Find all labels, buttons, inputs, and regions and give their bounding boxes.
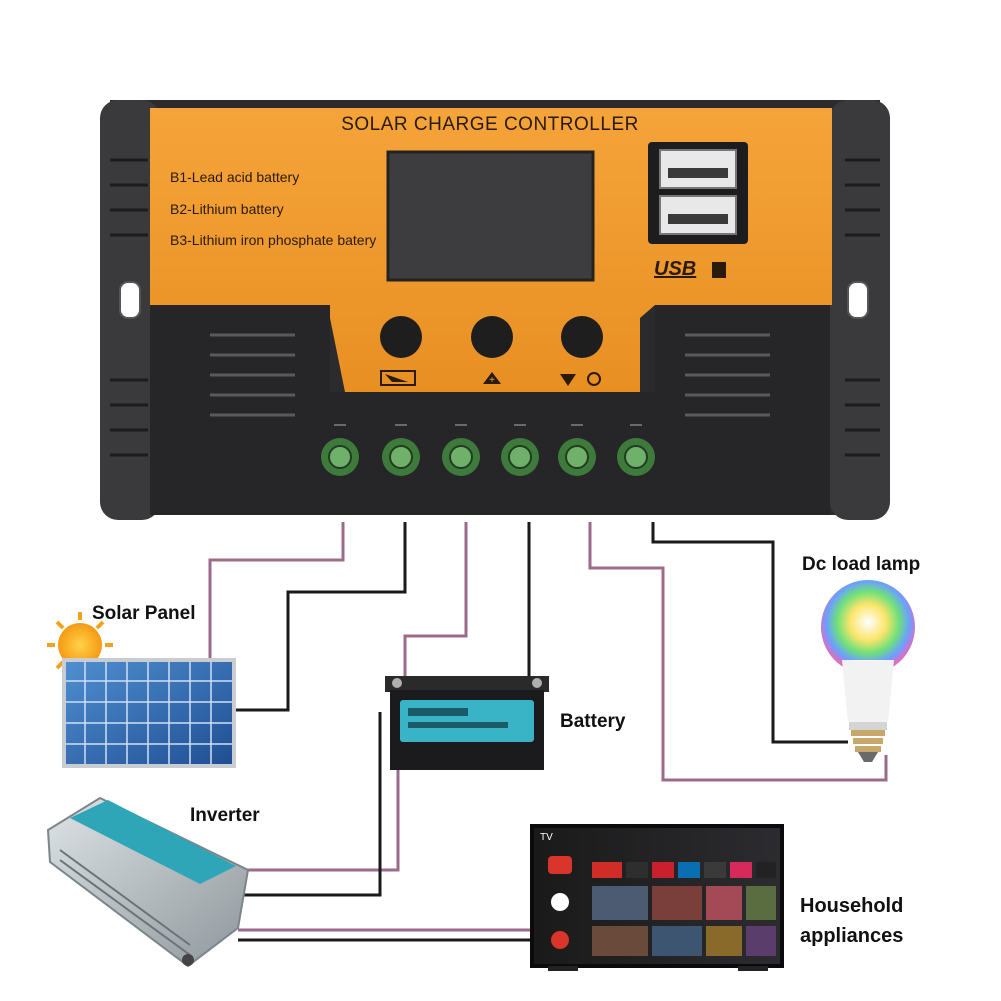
lcd-screen (386, 150, 595, 282)
mount-hole-left (119, 281, 141, 319)
terminal-2 (382, 438, 420, 476)
lamp-image (821, 580, 915, 762)
wire-load-positive (588, 522, 888, 782)
battery-image (385, 676, 549, 770)
inverter-image (46, 796, 250, 968)
controller-title: SOLAR CHARGE CONTROLLER (341, 114, 639, 135)
terminal-1 (321, 438, 359, 476)
wire-inverter-negative (240, 712, 382, 897)
usb-ports (648, 142, 748, 278)
terminal-4 (501, 438, 539, 476)
terminal-5 (558, 438, 596, 476)
svg-text:+: + (489, 375, 495, 386)
battery-type-b3: B3-Lithium iron phosphate batery (170, 232, 377, 248)
tv-image: TV (530, 824, 784, 971)
wire-inverter-positive (240, 712, 400, 872)
battery-type-b2: B2-Lithium battery (170, 201, 284, 217)
solar-panel (62, 658, 236, 768)
button-1 (380, 316, 422, 358)
label-battery: Battery (560, 711, 626, 732)
wire-solar-positive (208, 522, 345, 660)
terminal-6 (617, 438, 655, 476)
terminal-3 (442, 438, 480, 476)
inverter (46, 796, 250, 968)
label-household-appliances: Household appliances (800, 895, 904, 947)
terminals (321, 438, 655, 476)
mount-hole-right (847, 281, 869, 319)
label-dc-load-lamp: Dc load lamp (802, 554, 921, 575)
label-solar-panel: Solar Panel (92, 603, 196, 624)
charge-controller: + (100, 100, 890, 520)
svg-text:TV: TV (540, 832, 553, 843)
usb-label: USB (654, 258, 697, 280)
wires (208, 522, 888, 942)
battery-type-b1: B1-Lead acid battery (170, 169, 300, 185)
solar-panel-image (47, 612, 236, 768)
button-3 (561, 316, 603, 358)
wire-solar-negative (235, 522, 407, 712)
bulb-icon (821, 580, 915, 674)
tv-tiles (548, 856, 776, 956)
button-2 (471, 316, 513, 358)
label-inverter: Inverter (190, 805, 260, 826)
wire-load-negative (651, 522, 848, 744)
button-icons: + (380, 370, 601, 386)
wire-battery-positive (403, 522, 468, 676)
